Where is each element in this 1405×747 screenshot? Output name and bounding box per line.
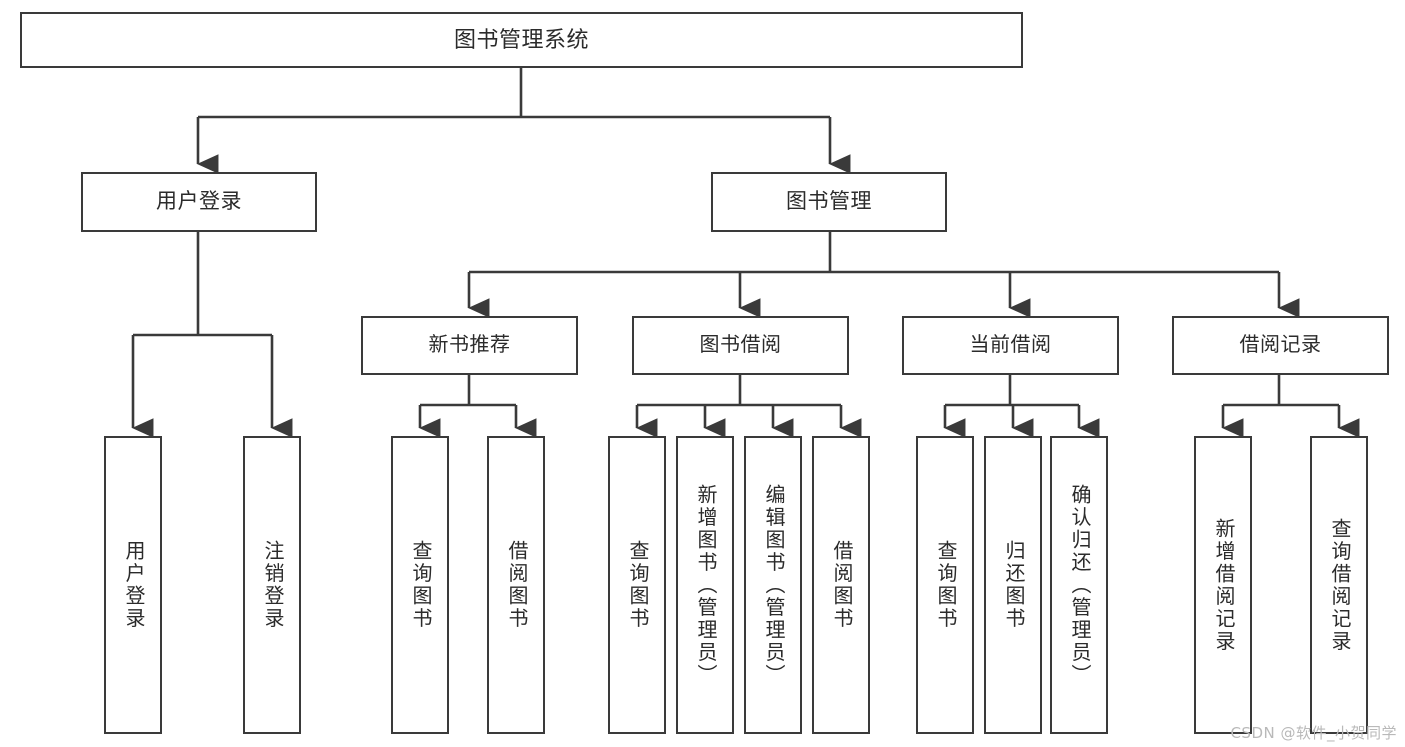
leaf-current-borrow-2-label: 确认归还（管理员） — [1068, 483, 1090, 687]
leaf-book-borrow-1[interactable]: 新增图书（管理员） — [676, 436, 734, 734]
leaf-new-book-rec-1[interactable]: 借阅图书 — [487, 436, 545, 734]
leaf-book-borrow-2[interactable]: 编辑图书（管理员） — [744, 436, 802, 734]
leaf-current-borrow-0[interactable]: 查询图书 — [916, 436, 974, 734]
leaf-book-borrow-1-label: 新增图书（管理员） — [694, 483, 716, 687]
node-borrow-record[interactable]: 借阅记录 — [1172, 316, 1389, 375]
node-root[interactable]: 图书管理系统 — [20, 12, 1023, 68]
leaf-user-login-1[interactable]: 注销登录 — [243, 436, 301, 734]
node-new-book-recommend-label: 新书推荐 — [428, 333, 511, 356]
node-book-borrow[interactable]: 图书借阅 — [632, 316, 849, 375]
node-book-manage[interactable]: 图书管理 — [711, 172, 947, 232]
leaf-borrow-record-1-label: 查询借阅记录 — [1328, 517, 1350, 653]
leaf-current-borrow-2[interactable]: 确认归还（管理员） — [1050, 436, 1108, 734]
leaf-new-book-rec-0[interactable]: 查询图书 — [391, 436, 449, 734]
leaf-borrow-record-0-label: 新增借阅记录 — [1212, 517, 1234, 653]
node-current-borrow[interactable]: 当前借阅 — [902, 316, 1119, 375]
leaf-book-borrow-3[interactable]: 借阅图书 — [812, 436, 870, 734]
leaf-user-login-0[interactable]: 用户登录 — [104, 436, 162, 734]
leaf-current-borrow-1[interactable]: 归还图书 — [984, 436, 1042, 734]
leaf-new-book-rec-0-label: 查询图书 — [409, 540, 431, 630]
leaf-book-borrow-2-label: 编辑图书（管理员） — [762, 483, 784, 687]
node-borrow-record-label: 借阅记录 — [1239, 333, 1322, 356]
leaf-book-borrow-3-label: 借阅图书 — [830, 540, 852, 630]
leaf-book-borrow-0-label: 查询图书 — [626, 540, 648, 630]
leaf-book-borrow-0[interactable]: 查询图书 — [608, 436, 666, 734]
node-current-borrow-label: 当前借阅 — [969, 333, 1052, 356]
node-root-label: 图书管理系统 — [453, 27, 589, 53]
node-new-book-recommend[interactable]: 新书推荐 — [361, 316, 578, 375]
leaf-new-book-rec-1-label: 借阅图书 — [505, 540, 527, 630]
leaf-borrow-record-0[interactable]: 新增借阅记录 — [1194, 436, 1252, 734]
node-user-login[interactable]: 用户登录 — [81, 172, 317, 232]
leaf-current-borrow-0-label: 查询图书 — [934, 540, 956, 630]
leaf-user-login-1-label: 注销登录 — [261, 540, 283, 630]
node-book-manage-label: 图书管理 — [786, 189, 872, 213]
leaf-user-login-0-label: 用户登录 — [122, 540, 144, 630]
watermark: CSDN @软件_小贺同学 — [1230, 724, 1397, 742]
node-book-borrow-label: 图书借阅 — [699, 333, 782, 356]
node-user-login-label: 用户登录 — [156, 189, 242, 213]
leaf-borrow-record-1[interactable]: 查询借阅记录 — [1310, 436, 1368, 734]
leaf-current-borrow-1-label: 归还图书 — [1002, 540, 1024, 630]
